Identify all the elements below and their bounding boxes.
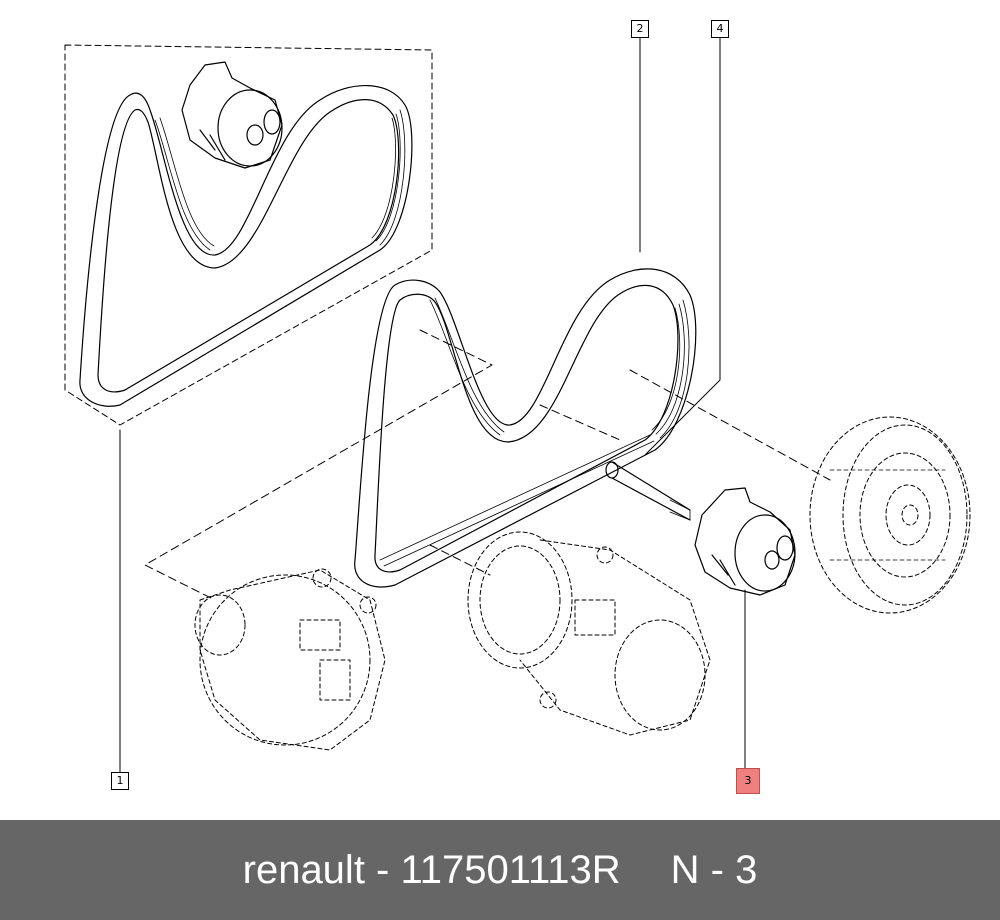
kit-outline — [64, 44, 433, 426]
footer-bar: renault - 117501113R N - 3 — [0, 820, 1000, 920]
crankshaft-pulley — [809, 416, 971, 614]
belt-drive-diagram — [64, 36, 971, 773]
leader-lines — [119, 36, 746, 773]
tensioner-pulley — [694, 487, 796, 596]
callout-3: 3 — [736, 768, 760, 794]
kit-belt — [79, 84, 413, 407]
position-label: N - 3 — [670, 847, 758, 892]
brand-part-number: renault - 117501113R — [242, 847, 621, 892]
assembly-lines — [144, 329, 831, 601]
alternator — [194, 568, 386, 751]
main-belt — [354, 268, 697, 588]
callout-2: 2 — [631, 20, 649, 38]
kit-tensioner — [181, 61, 283, 169]
callout-4: 4 — [711, 20, 729, 38]
callout-1: 1 — [111, 772, 129, 790]
ac-compressor — [467, 531, 711, 736]
tensioner-bolt — [605, 461, 691, 521]
